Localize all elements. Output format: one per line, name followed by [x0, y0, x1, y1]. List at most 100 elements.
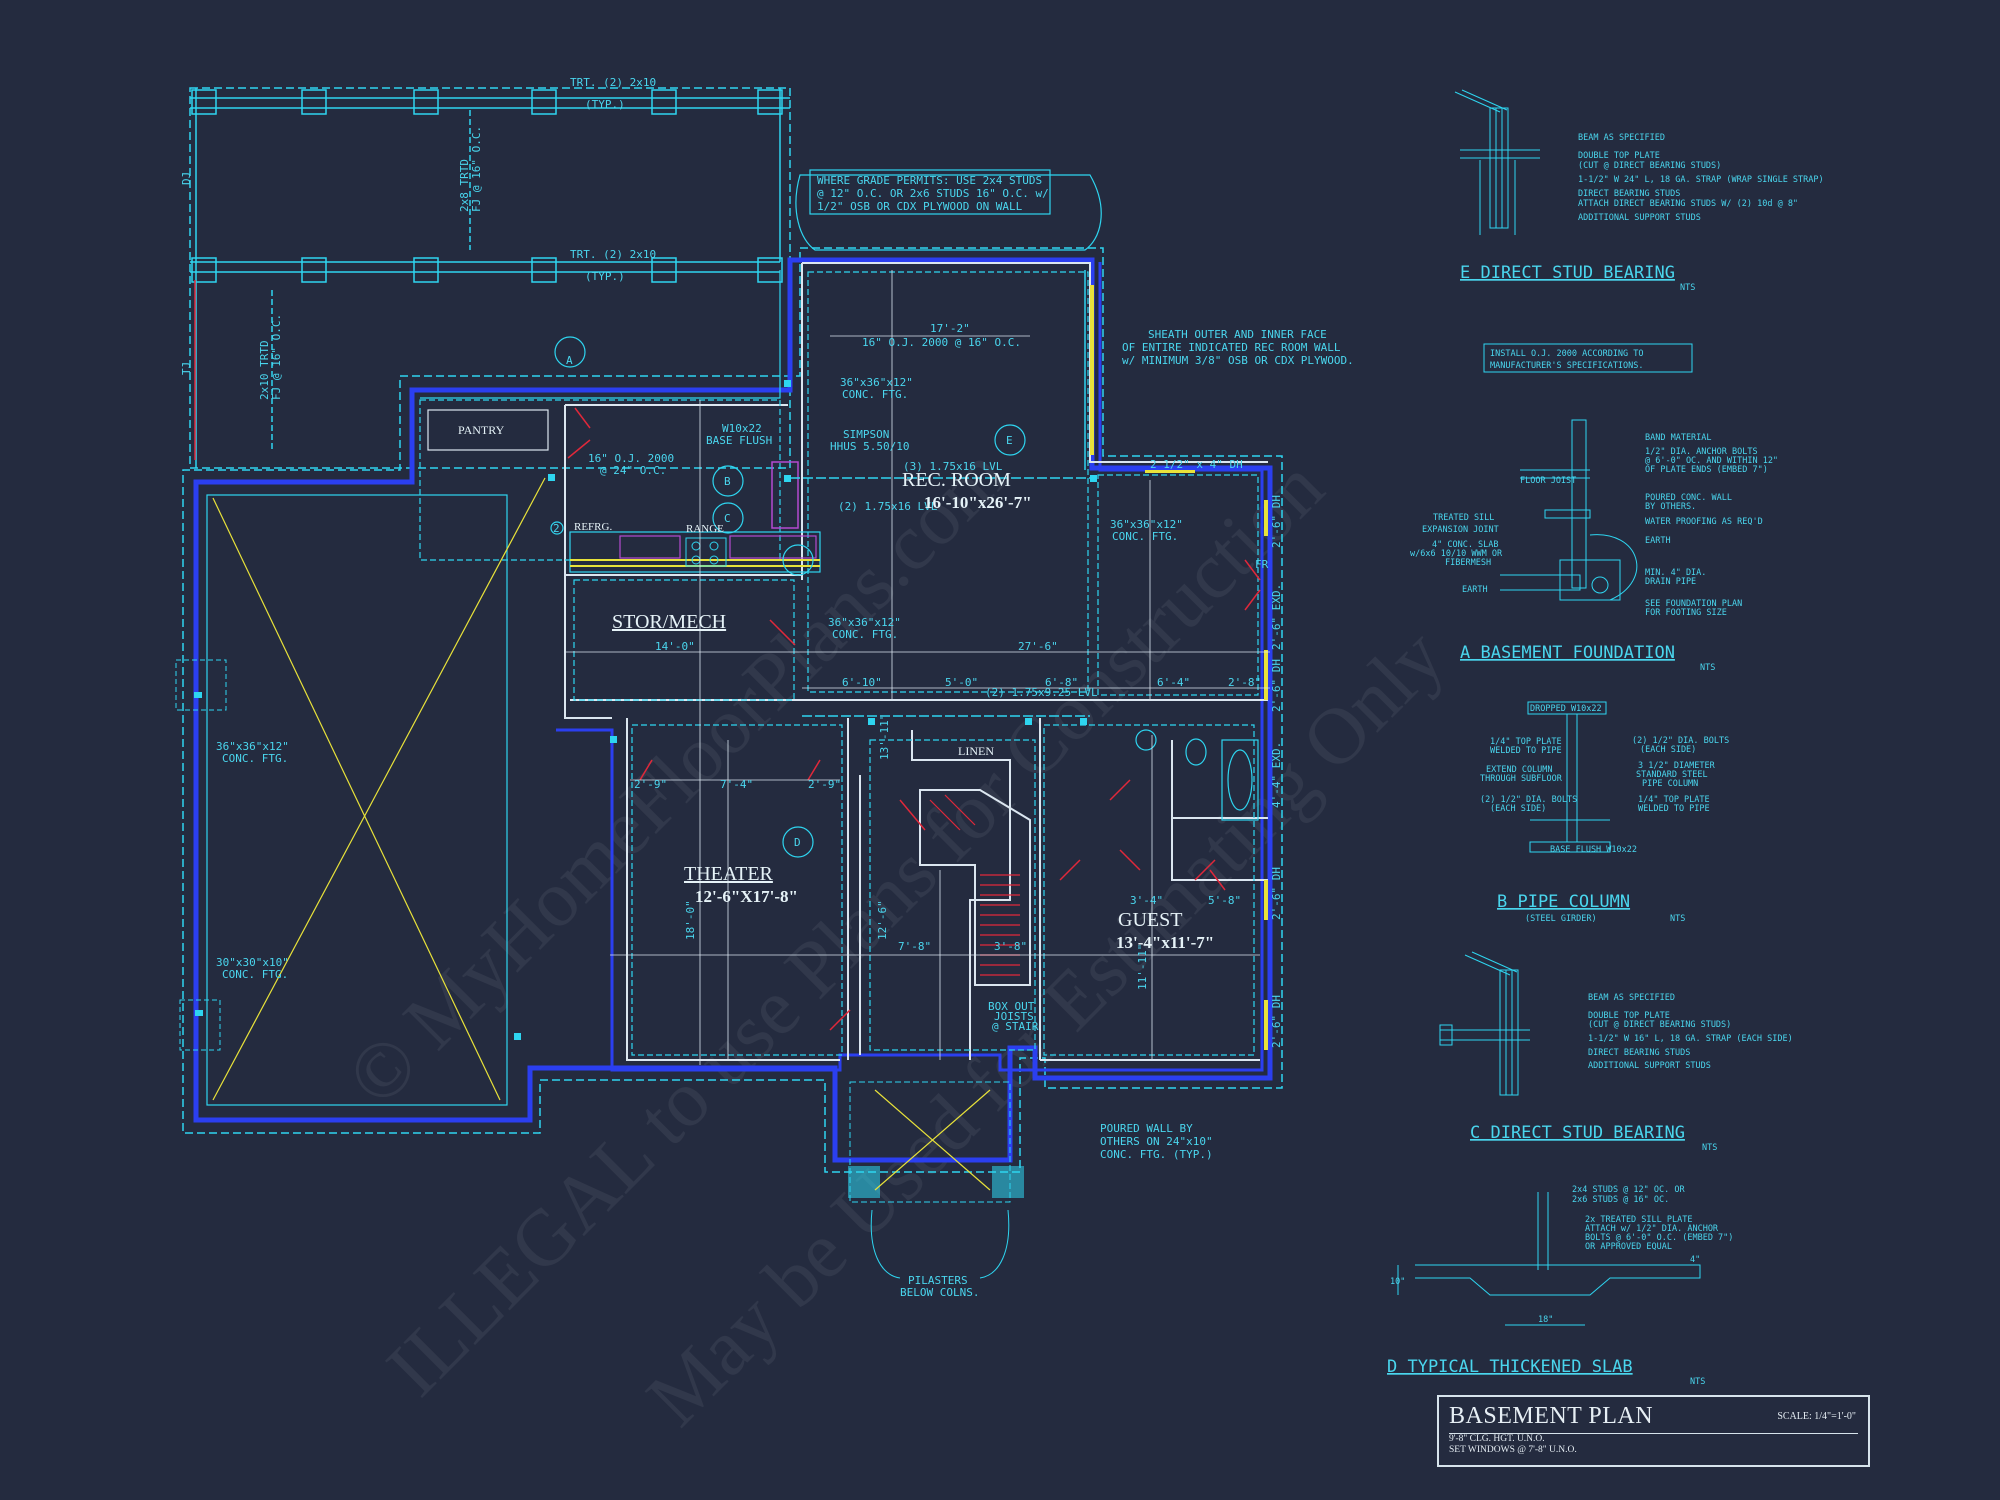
note-lvl-1: (3) 1.75x16 LVL [903, 460, 1003, 473]
note-ftg-1a: 36"x36"x12" [840, 376, 913, 389]
detail-b-left-1: WELDED TO PIPE [1490, 746, 1562, 756]
note-w10-b: BASE FLUSH [706, 434, 772, 447]
detail-a-left-4: w/6x6 10/10 WWM OR [1410, 549, 1503, 559]
watermark-line-1: © MyHomeFloorPlans.com [331, 430, 1024, 1123]
note-ftg-1b: CONC. FTG. [842, 388, 908, 401]
detail-b-left-5: (EACH SIDE) [1490, 804, 1546, 814]
note-ftg-garage-a: 36"x36"x12" [216, 740, 289, 753]
detail-a-right-2: @ 6'-0" OC. AND WITHIN 12" [1645, 456, 1778, 466]
detail-a-nts: NTS [1700, 663, 1715, 673]
detail-a-right-notes: BAND MATERIAL 1/2" DIA. ANCHOR BOLTS @ 6… [1645, 433, 1778, 618]
title-block-note-2: SET WINDOWS @ 7'-8" U.N.O. [1449, 1445, 1577, 1455]
detail-c-note-4: DIRECT BEARING STUDS [1588, 1048, 1690, 1058]
section-tags [550, 336, 1026, 858]
note-tj: TJ [180, 362, 193, 375]
note-typ-top: (TYP.) [585, 98, 625, 111]
room-rec-room: REC. ROOM [902, 469, 1011, 491]
note-trtd-1: 2x8 TRTD [458, 159, 471, 212]
detail-d-notes: 2x4 STUDS @ 12" OC. OR 2x6 STUDS @ 16" O… [1572, 1185, 1733, 1252]
detail-c-note-1: DOUBLE TOP PLATE [1588, 1011, 1670, 1021]
detail-a-left-6: EARTH [1462, 585, 1488, 595]
detail-a-right-1: 1/2" DIA. ANCHOR BOLTS [1645, 447, 1758, 457]
detail-c-title: C DIRECT STUD BEARING [1470, 1123, 1685, 1143]
note-ftg-2b: CONC. FTG. [1112, 530, 1178, 543]
detail-a-left-2: EXPANSION JOINT [1422, 525, 1499, 535]
title-block-title: BASEMENT PLAN [1449, 1403, 1654, 1429]
detail-c-drawing [1439, 951, 1530, 1096]
dim-18-0: 18'-0" [684, 900, 697, 940]
window-4: FR [1255, 558, 1269, 571]
note-grade-2: @ 12" O.C. OR 2x6 STUDS 16" O.C. w/ [817, 187, 1049, 200]
note-poured-b: OTHERS ON 24"x10" [1100, 1135, 1213, 1148]
room-range: RANGE [686, 523, 724, 535]
detail-b-left-0: 1/4" TOP PLATE [1490, 737, 1562, 747]
install-note-1: INSTALL O.J. 2000 ACCORDING TO [1490, 349, 1644, 359]
detail-e-note-4: DIRECT BEARING STUDS [1578, 189, 1680, 199]
room-theater-size: 12'-6"X17'-8" [695, 887, 798, 906]
detail-b-right-5: 1/4" TOP PLATE [1638, 795, 1710, 805]
title-block: BASEMENT PLAN SCALE: 1/4"=1'-0" 9'-8" CL… [1437, 1395, 1870, 1467]
dim-7-8: 7'-8" [898, 940, 931, 953]
detail-b-right-3: STANDARD STEEL [1636, 770, 1708, 780]
note-trt-mid: TRT. (2) 2x10 [570, 248, 656, 261]
interior-walls-dashed [419, 271, 1259, 1056]
detail-e-note-3: 1-1/2" W 24" L, 18 GA. STRAP (WRAP SINGL… [1578, 175, 1824, 185]
detail-d-note-3: ATTACH w/ 1/2" DIA. ANCHOR [1585, 1224, 1719, 1234]
dim-11-11: 11'-11" [1136, 944, 1149, 990]
dimension-lines [564, 270, 1270, 1065]
detail-c-note-0: BEAM AS SPECIFIED [1588, 993, 1675, 1003]
detail-d-dim-a: 18" [1538, 1315, 1553, 1325]
detail-a-left-1: TREATED SILL [1433, 513, 1494, 523]
window-7: 2'-6" DH [1270, 867, 1283, 920]
interior-walls [564, 262, 1268, 1061]
tag-d: D [794, 836, 801, 849]
dim-6-10: 6'-10" [842, 676, 882, 689]
detail-b-sub: (STEEL GIRDER) [1525, 914, 1597, 924]
window-6: 4'-4" EXD. [1270, 742, 1283, 808]
detail-d-dim-c: 4" [1690, 1255, 1700, 1265]
note-w10-a: W10x22 [722, 422, 762, 435]
dim-2-9b: 2'-9" [808, 778, 841, 791]
window-1: 2 1/2" x 4" DH [1150, 458, 1243, 471]
window-5: 2'-6" DH [1270, 659, 1283, 712]
note-sheath-2: OF ENTIRE INDICATED REC ROOM WALL [1122, 341, 1341, 354]
detail-b-left-2: EXTEND COLUMN [1486, 765, 1553, 775]
dim-7-4: 7'-4" [720, 778, 753, 791]
dim-27-6: 27'-6" [1018, 640, 1058, 653]
detail-a-right-6: WATER PROOFING AS REQ'D [1645, 517, 1763, 527]
detail-b-right-2: 3 1/2" DIAMETER [1638, 761, 1716, 771]
detail-b-right-4: PIPE COLUMN [1642, 779, 1698, 789]
detail-b-left-3: THROUGH SUBFLOOR [1480, 774, 1563, 784]
detail-e-note-6: ADDITIONAL SUPPORT STUDS [1578, 213, 1701, 223]
window-2: 2'-6" DH [1270, 495, 1283, 548]
note-oj-rec: 16" O.J. 2000 @ 16" O.C. [862, 336, 1021, 349]
detail-d-note-2: 2x TREATED SILL PLATE [1585, 1215, 1692, 1225]
detail-e-nts: NTS [1680, 283, 1695, 293]
bathroom-fixtures [1135, 729, 1259, 821]
note-trtd-2b: FJ @ 16" O.C. [270, 314, 283, 400]
note-typ-mid: (TYP.) [585, 270, 625, 283]
detail-a-right-9: DRAIN PIPE [1645, 577, 1696, 587]
pilasters-callout-bracket [870, 1209, 1010, 1279]
watermark: © MyHomeFloorPlans.com ILLEGAL to use Pl… [331, 430, 1461, 1443]
detail-b-left-4: (2) 1/2" DIA. BOLTS [1480, 795, 1577, 805]
detail-d-nts: NTS [1690, 1377, 1705, 1387]
detail-a-right-4: POURED CONC. WALL [1645, 493, 1732, 503]
room-rec-room-size: 16'-10"x26'-7" [924, 493, 1032, 512]
detail-e-notes: BEAM AS SPECIFIED DOUBLE TOP PLATE (CUT … [1578, 133, 1824, 223]
detail-a-left-notes: FLOOR JOIST TREATED SILL EXPANSION JOINT… [1410, 476, 1576, 595]
detail-b-right-6: WELDED TO PIPE [1638, 804, 1710, 814]
note-ftg-garage-b: CONC. FTG. [222, 752, 288, 765]
note-poured-c: CONC. FTG. (TYP.) [1100, 1148, 1213, 1161]
room-refrg: REFRG. [574, 521, 612, 533]
unexcavated-area [175, 477, 546, 1106]
beams [790, 270, 1094, 717]
dim-5-0: 5'-0" [945, 676, 978, 689]
tag-e: E [1006, 434, 1013, 447]
detail-d-note-1: 2x6 STUDS @ 16" OC. [1572, 1195, 1669, 1205]
dim-3-4: 3'-4" [1130, 894, 1163, 907]
detail-a-right-5: BY OTHERS. [1645, 502, 1696, 512]
dim-13-11: 13'-11" [878, 714, 891, 760]
detail-e-note-0: BEAM AS SPECIFIED [1578, 133, 1665, 143]
dim-14-0: 14'-0" [655, 640, 695, 653]
